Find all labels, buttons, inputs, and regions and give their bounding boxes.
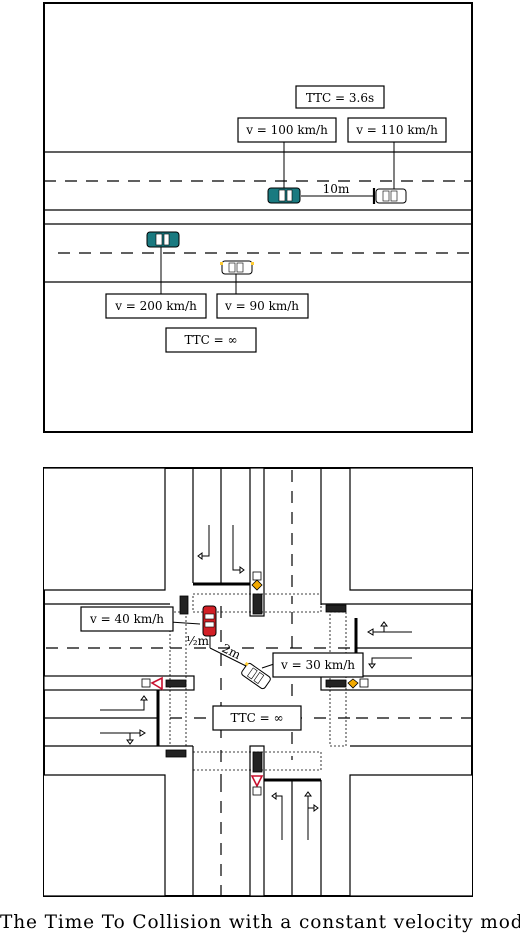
ttc-same-lane-box: TTC = 3.6s bbox=[295, 85, 385, 109]
corner-blocks bbox=[44, 467, 472, 897]
traffic-diagram: TTC = 3.6s v = 100 km/h v = 110 km/h 10m bbox=[43, 2, 473, 897]
highway-lane-dashes bbox=[44, 180, 472, 254]
sign-diamond-east bbox=[347, 678, 369, 689]
car-teal-3 bbox=[146, 231, 180, 248]
distance-red-label: ½m bbox=[186, 634, 210, 648]
car-red bbox=[202, 605, 217, 637]
speed-label-car2: v = 110 km/h bbox=[355, 123, 438, 137]
speed-box-car3: v = 200 km/h bbox=[105, 293, 207, 319]
ttc-same-lane-label: TTC = 3.6s bbox=[306, 91, 374, 105]
ttc-opposite-label: TTC = ∞ bbox=[184, 333, 237, 347]
ttc-opposite-box: TTC = ∞ bbox=[165, 327, 257, 353]
yield-sign-west bbox=[141, 676, 163, 691]
ttc-intersection-label: TTC = ∞ bbox=[230, 711, 283, 725]
car-white-turning bbox=[241, 661, 271, 690]
highway-road-lines bbox=[44, 151, 472, 283]
sign-diamond-north bbox=[251, 571, 263, 591]
speed-box-car1: v = 100 km/h bbox=[237, 117, 337, 143]
center-dashes bbox=[46, 470, 472, 896]
distance-lines bbox=[169, 621, 275, 669]
ttc-intersection-box: TTC = ∞ bbox=[212, 705, 302, 731]
lane-arrows bbox=[100, 525, 412, 840]
car-teal-1 bbox=[267, 187, 301, 204]
highway-panel: TTC = 3.6s v = 100 km/h v = 110 km/h 10m bbox=[43, 2, 473, 433]
speed-label-red: v = 40 km/h bbox=[89, 612, 164, 626]
speed-box-car4: v = 90 km/h bbox=[216, 293, 309, 319]
speed-label-car3: v = 200 km/h bbox=[114, 299, 197, 313]
highway-frame bbox=[43, 2, 473, 433]
road-east bbox=[320, 603, 473, 747]
highway-leader-lines bbox=[160, 142, 395, 294]
speed-box-white: v = 30 km/h bbox=[272, 652, 364, 678]
intersection-panel: ½m 2m v = 40 km/h v = 30 km/h TTC = ∞ bbox=[43, 467, 473, 897]
gap-measure: 10m bbox=[301, 182, 376, 204]
speed-label-car1: v = 100 km/h bbox=[245, 123, 328, 137]
road-south bbox=[192, 745, 322, 897]
speed-label-car4: v = 90 km/h bbox=[224, 299, 299, 313]
car-white-2 bbox=[375, 188, 407, 204]
speed-box-car2: v = 110 km/h bbox=[347, 117, 447, 143]
gap-label: 10m bbox=[323, 182, 350, 196]
traffic-lights bbox=[165, 593, 347, 773]
speed-label-white: v = 30 km/h bbox=[280, 658, 355, 672]
speed-box-red: v = 40 km/h bbox=[80, 606, 174, 632]
car-white-4 bbox=[220, 260, 254, 275]
yield-sign-south bbox=[250, 775, 264, 796]
figure-caption: The Time To Collision with a constant ve… bbox=[0, 912, 520, 933]
